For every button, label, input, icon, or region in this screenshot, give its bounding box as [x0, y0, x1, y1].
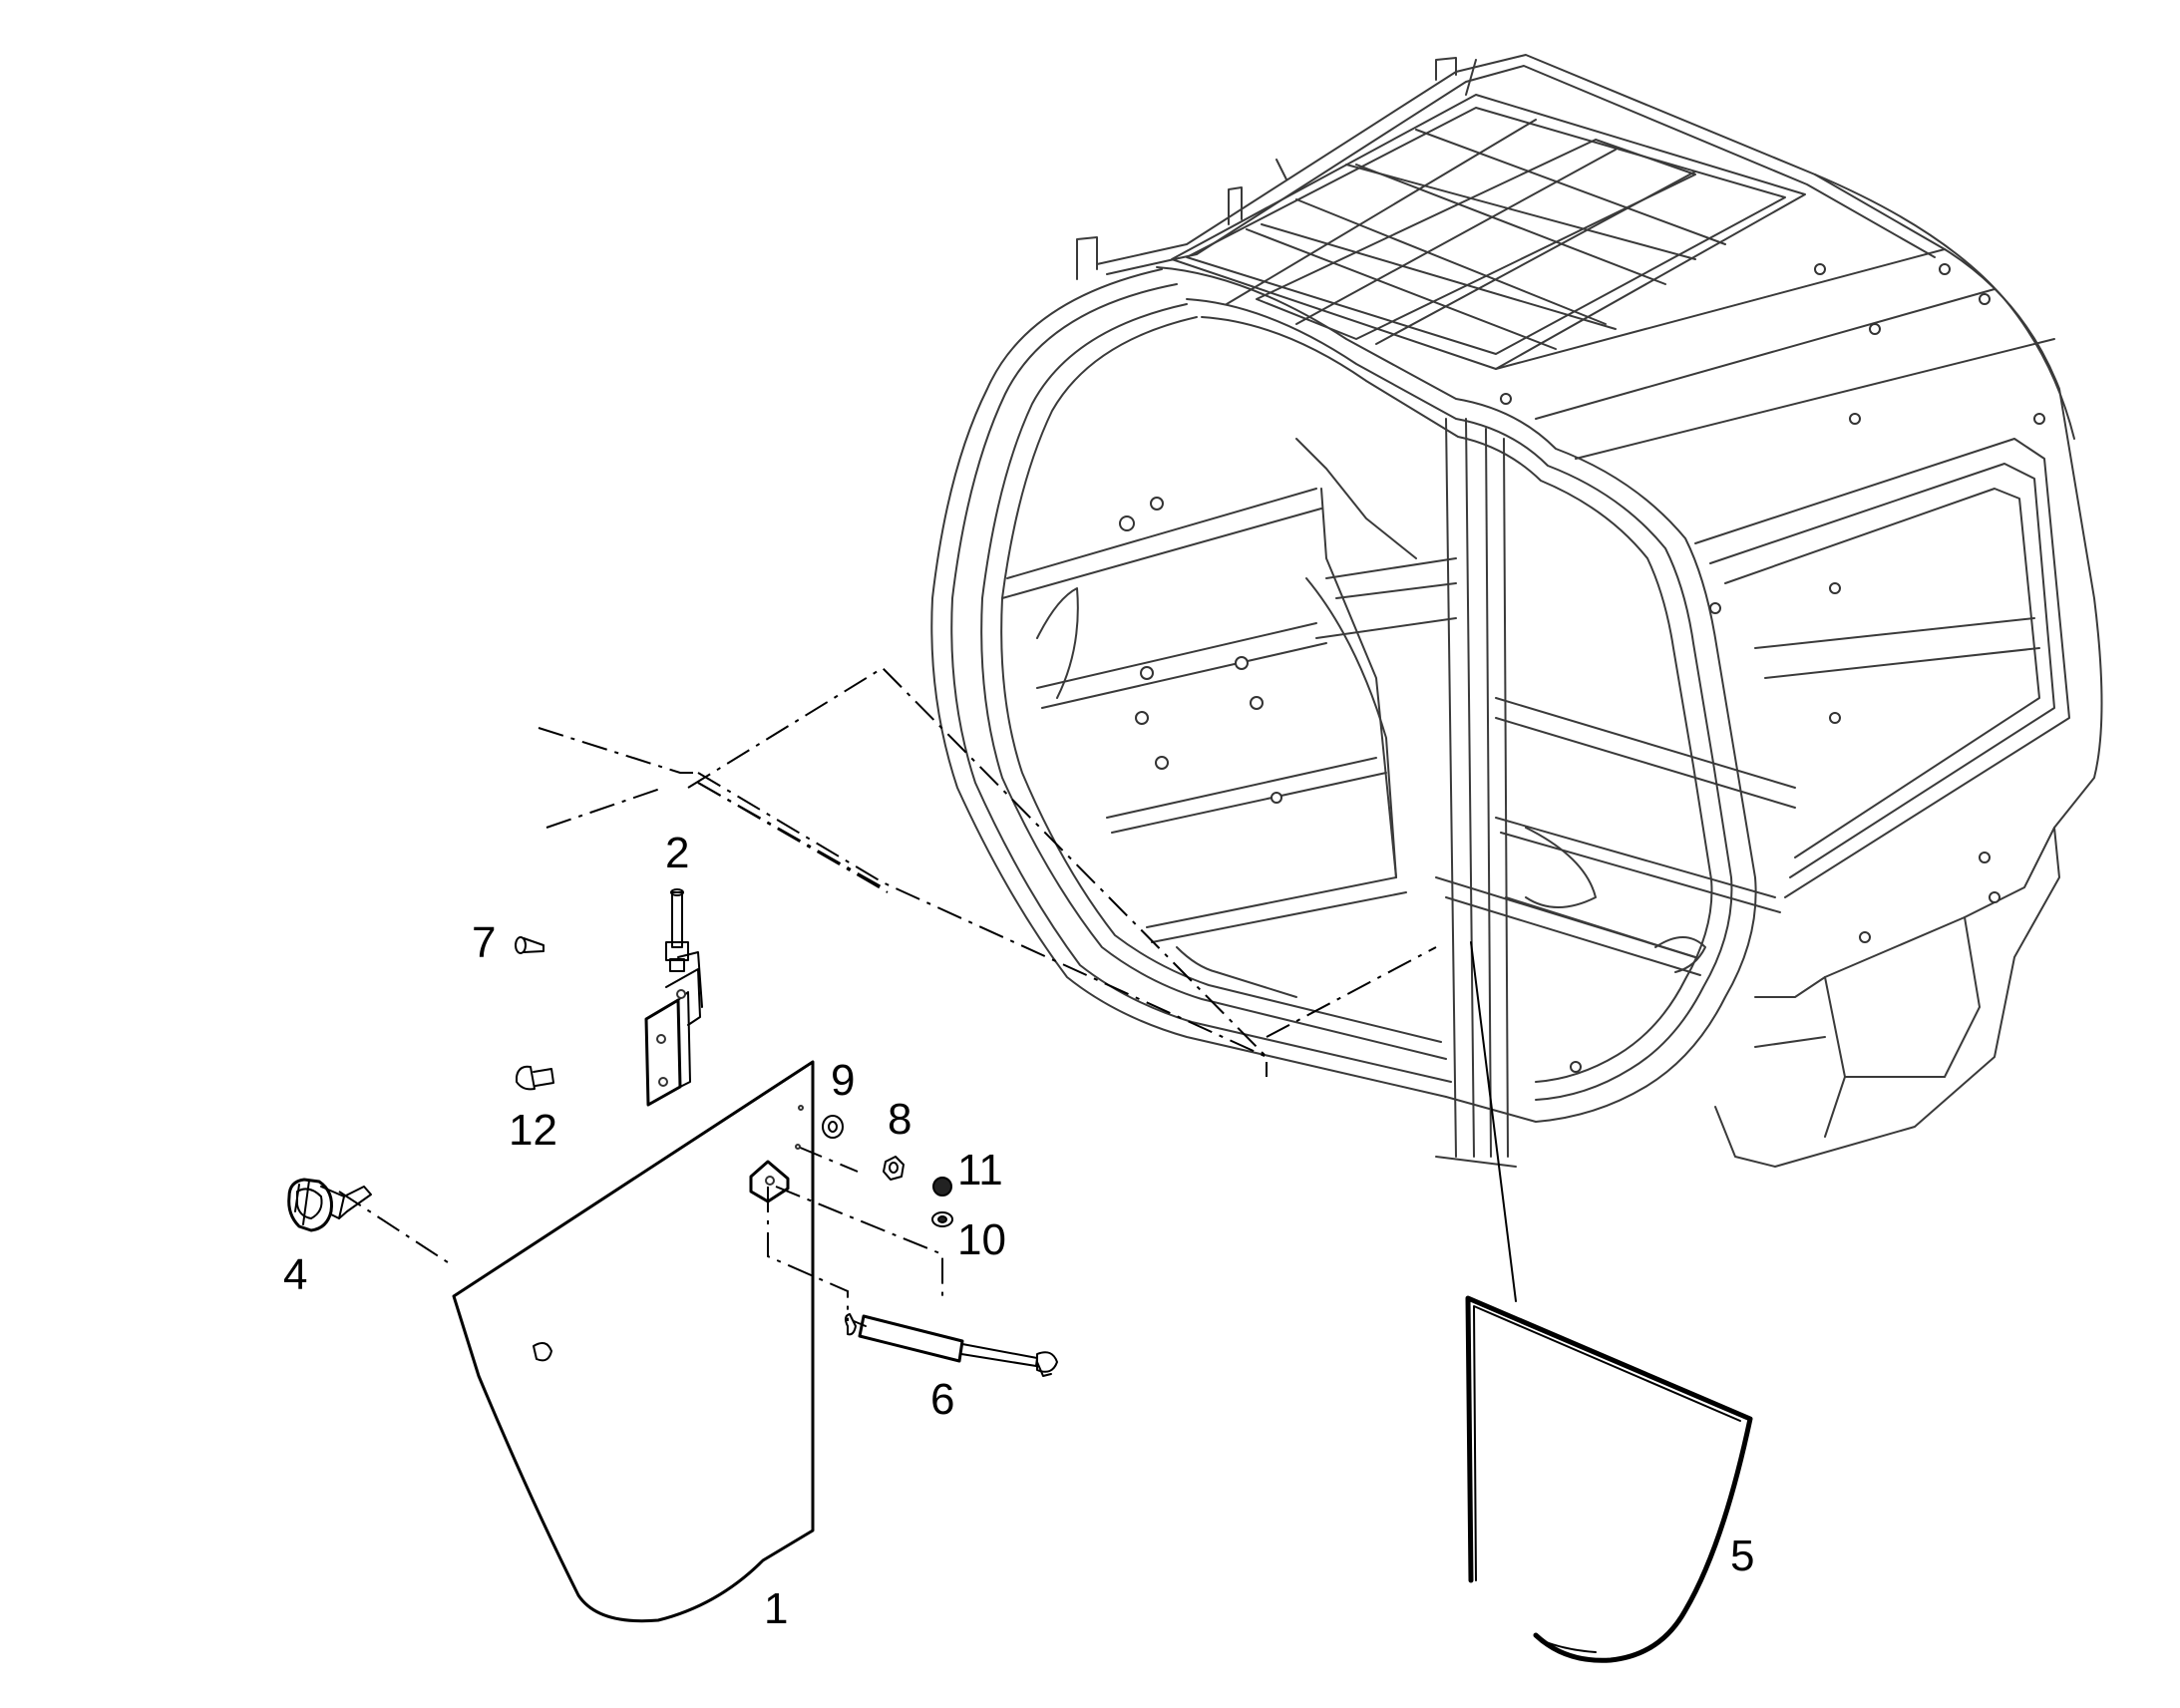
- callout-10: 10: [957, 1215, 1006, 1264]
- gas-strut: [844, 1313, 1058, 1377]
- callout-7: 7: [472, 918, 496, 967]
- nut-11: [932, 1177, 952, 1196]
- nut-8: [883, 1156, 905, 1181]
- latch-lock: [287, 1178, 372, 1232]
- roof-rack: [1171, 59, 1806, 370]
- washer-10: [931, 1211, 953, 1227]
- callout-2: 2: [665, 829, 689, 877]
- seal-leader-line: [1470, 941, 1517, 1302]
- callout-labels: 1 2 4 5 6 7 8 9 10 11 12: [283, 829, 1754, 1633]
- callout-8: 8: [888, 1095, 911, 1144]
- callout-9: 9: [831, 1056, 855, 1105]
- screw-12: [516, 1065, 554, 1091]
- callout-11: 11: [957, 1146, 1003, 1195]
- door-window-glass: [452, 1060, 815, 1623]
- cab-frame: [930, 54, 2103, 1168]
- strut-bracket: [749, 1160, 790, 1203]
- callout-6: 6: [930, 1375, 954, 1424]
- hinge-pin: [665, 888, 703, 1008]
- cab-fasteners: [1119, 263, 2045, 1073]
- rubber-seal: [1465, 1295, 1753, 1663]
- callout-5: 5: [1730, 1532, 1754, 1580]
- hinge-bracket: [644, 968, 701, 1107]
- assembly-lines: [338, 666, 1437, 1321]
- callout-1: 1: [764, 1584, 788, 1633]
- screw-7: [515, 936, 545, 954]
- callout-4: 4: [283, 1250, 307, 1299]
- washer-9: [822, 1115, 844, 1139]
- callout-12: 12: [509, 1106, 557, 1155]
